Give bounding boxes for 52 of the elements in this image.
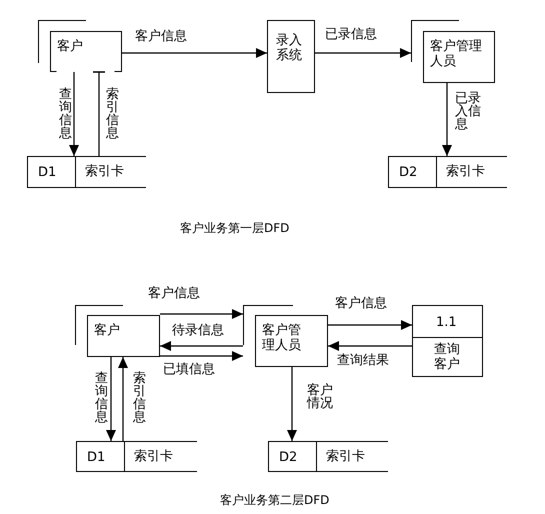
store-label: 索引卡	[446, 164, 485, 179]
store-id: D1	[87, 450, 106, 465]
external-entity-box	[38, 20, 122, 72]
arrow	[118, 357, 128, 441]
process-box	[412, 305, 483, 377]
edge-label: 索引信息	[106, 88, 119, 140]
entity-label: 客户	[94, 323, 121, 338]
entity-label: 客户	[57, 39, 84, 54]
process-box	[267, 20, 315, 93]
arrow	[287, 367, 297, 441]
store-id: D2	[279, 450, 298, 465]
edge-label: 已填信息	[163, 362, 215, 377]
edge-label: 查询结果	[337, 353, 389, 368]
store-id: D1	[38, 165, 56, 180]
entity-label: 客户管理人员	[430, 39, 482, 69]
edge-label: 查询信息	[59, 88, 72, 140]
diagram-caption: 客户业务第一层DFD	[180, 221, 290, 236]
edge-label: 索引信息	[133, 372, 146, 424]
data-store	[76, 441, 197, 472]
process-label: 录入系统	[276, 33, 302, 63]
data-store	[27, 156, 146, 188]
arrow	[122, 48, 267, 58]
arrow	[315, 48, 411, 58]
data-store	[268, 441, 388, 472]
diagram-caption: 客户业务第二层DFD	[220, 493, 330, 508]
edge-label: 客户情况	[307, 384, 333, 410]
edge-label: 已录入信息	[455, 92, 481, 131]
edge-label: 查询信息	[95, 372, 108, 424]
process-id: 1.1	[436, 315, 457, 330]
arrow	[160, 341, 243, 351]
store-label: 索引卡	[85, 164, 124, 179]
external-entity-box	[411, 20, 495, 83]
edge-label: 客户信息	[335, 296, 387, 311]
edge-label: 客户信息	[135, 29, 187, 44]
external-entity-box	[75, 305, 160, 357]
process-label: 查询客户	[434, 342, 460, 372]
arrow	[328, 341, 412, 351]
arrow	[160, 309, 243, 319]
edge-label: 客户信息	[148, 286, 200, 301]
arrow	[442, 83, 452, 156]
arrow	[106, 357, 116, 441]
data-store	[388, 156, 507, 188]
edge-label: 待录信息	[172, 323, 224, 338]
arrow	[69, 72, 79, 156]
arrow	[160, 351, 243, 361]
arrow	[328, 320, 412, 330]
store-id: D2	[399, 165, 418, 180]
external-entity-box	[243, 305, 328, 367]
edge-label: 已录信息	[325, 27, 377, 42]
store-label: 索引卡	[326, 449, 365, 464]
entity-label: 客户管理人员	[262, 323, 301, 353]
store-label: 索引卡	[134, 449, 173, 464]
